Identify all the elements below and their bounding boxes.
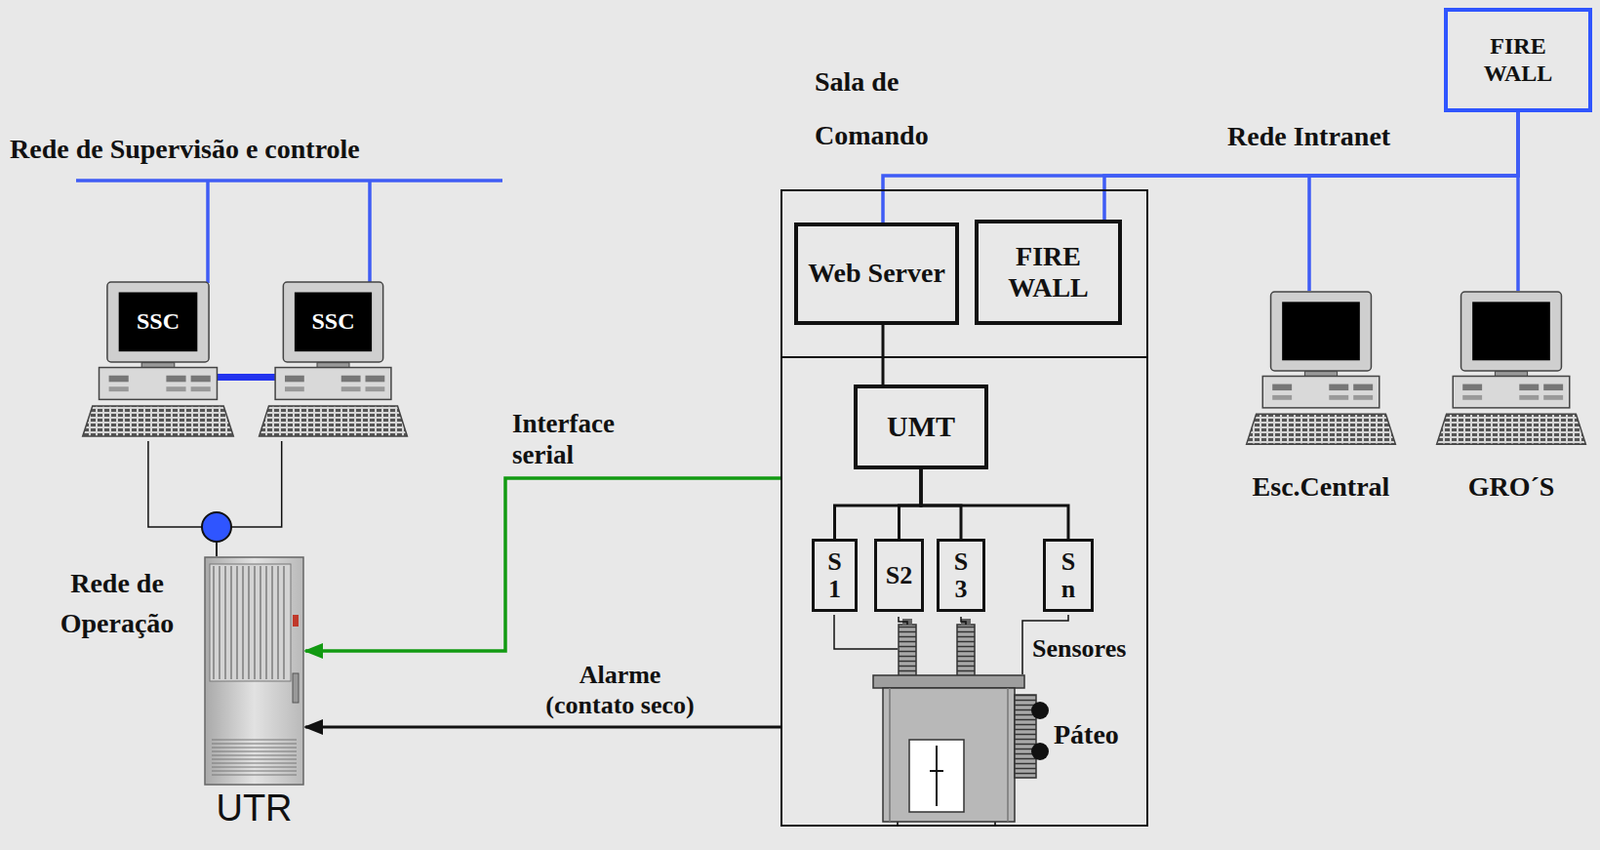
workstation-computer: SSC (76, 280, 240, 441)
rtu-rack: UTR (203, 556, 305, 831)
sensor-label: S 3 (945, 548, 976, 602)
computer-drawing (1430, 290, 1593, 449)
computer-drawing (76, 280, 240, 441)
bus-drop (205, 180, 210, 283)
connector-line (835, 469, 922, 539)
connector-line (881, 324, 885, 385)
connector-line (899, 469, 922, 539)
network-label: Sensores (1032, 634, 1146, 664)
connector-line (305, 478, 781, 651)
connector-line (1104, 112, 1519, 220)
bus-drop (367, 180, 372, 283)
connector-line (305, 725, 781, 729)
process-box: UMT (853, 384, 989, 470)
box-label: FIRE WALL (988, 240, 1109, 304)
process-box: Web Server (794, 222, 960, 325)
workstation-computer: Esc.Central (1240, 290, 1402, 504)
connector-line (148, 440, 217, 557)
network-hub (201, 512, 232, 542)
sensor-label: S 1 (819, 548, 850, 602)
connector-line (882, 112, 1519, 223)
supervision-bus (76, 178, 503, 183)
region-heading: Sala de Comando (814, 54, 986, 162)
command-room-region: Sala de ComandoWeb Server FIRE WALL UMT S 1… (780, 44, 1149, 827)
box-label: Web Server (807, 257, 946, 289)
connector-line (216, 373, 276, 381)
sensor-box: S n (1042, 538, 1094, 612)
screen-label: SSC (119, 291, 199, 352)
rack-drawing (203, 556, 305, 786)
box-label: UMT (886, 409, 956, 444)
sensor-box: S 1 (811, 538, 858, 612)
rack-label: UTR (174, 787, 334, 831)
connector-label: Alarme (contato seco) (534, 659, 706, 720)
connector-line (920, 469, 1069, 539)
workstation-computer: SSC (252, 280, 414, 441)
computer-label: Esc.Central (1240, 470, 1402, 504)
workstation-computer: GRO´S (1430, 290, 1593, 504)
connector-label: Interface serial (512, 407, 659, 472)
network-label: Páteo (1053, 719, 1152, 751)
sensor-label: S2 (883, 561, 915, 589)
network-label: Rede de Operação (43, 563, 191, 643)
room-divider (780, 356, 1149, 359)
sensor-box: S2 (874, 538, 924, 612)
connector-line (1516, 112, 1520, 291)
process-box: FIRE WALL (1443, 7, 1593, 113)
network-label: Rede Intranet (1227, 120, 1481, 153)
computer-drawing (252, 280, 414, 441)
network-label: Rede de Supervisão e controle (9, 133, 498, 165)
process-box: FIRE WALL (974, 219, 1122, 325)
screen-label: SSC (294, 291, 372, 352)
sensor-label: S n (1052, 548, 1083, 602)
computer-label: GRO´S (1430, 470, 1593, 504)
computer-drawing (1240, 290, 1402, 449)
box-label: FIRE WALL (1457, 33, 1579, 87)
sensor-box: S 3 (936, 538, 986, 612)
